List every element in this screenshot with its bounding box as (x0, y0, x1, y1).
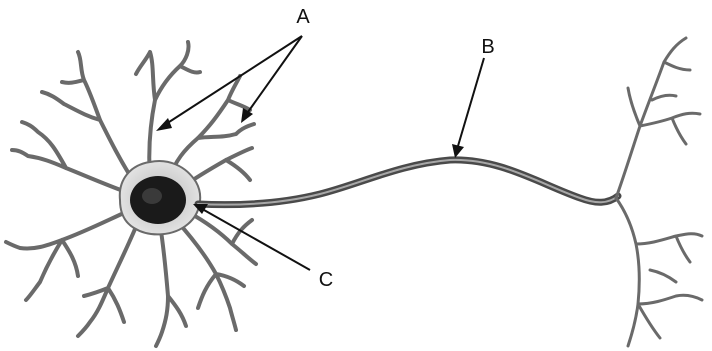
label-a: A (296, 6, 310, 28)
label-b: B (481, 36, 494, 58)
cell-body (120, 161, 200, 234)
dendrite-branch (156, 224, 186, 346)
dendrite-branch (168, 76, 254, 180)
axon-highlight (198, 160, 618, 205)
pointer-b (458, 58, 484, 146)
dendrite-branch (136, 42, 200, 178)
arrowhead-a-left (156, 118, 172, 131)
dendrite-branch (176, 220, 244, 330)
pointer-c (204, 210, 310, 270)
label-c: C (319, 269, 333, 291)
dendrite-branch (12, 122, 126, 192)
terminal-branch (616, 198, 702, 346)
pointer-a-right (248, 36, 302, 112)
axon (198, 160, 618, 205)
nucleus-highlight (142, 188, 162, 204)
axon-terminals (616, 38, 702, 346)
dendrite-branch (78, 222, 138, 336)
arrowhead-b (452, 144, 464, 158)
pointers (156, 36, 484, 270)
terminal-branch (616, 38, 700, 198)
